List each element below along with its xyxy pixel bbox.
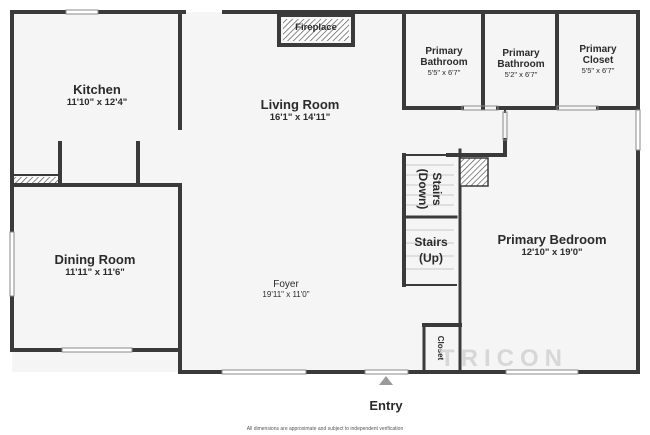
- primary-closet-label: Primary Closet 5'5" x 6'7": [562, 44, 634, 75]
- living-room-label: Living Room 16'1" x 14'11": [240, 97, 360, 123]
- stairs-down-label: Stairs (Down): [414, 160, 444, 218]
- primary-closet-name: Primary Closet: [579, 44, 617, 66]
- disclaimer: All dimensions are approximate and subje…: [246, 426, 404, 432]
- primary-bedroom-dims: 12'10" x 19'0": [521, 247, 583, 258]
- primary-bathroom-2-name: Primary Bathroom: [497, 48, 545, 70]
- dining-room-name: Dining Room: [54, 252, 136, 267]
- primary-bathroom-1-dims: 5'5" x 6'7": [427, 68, 461, 77]
- foyer-dims: 19'11" x 11'0": [262, 290, 310, 299]
- dining-room-dims: 11'11" x 11'6": [65, 267, 125, 278]
- stair-treads: [406, 164, 454, 270]
- kitchen-name: Kitchen: [73, 82, 121, 97]
- watermark: TRICON: [440, 345, 568, 372]
- primary-bathroom-2-dims: 5'2" x 6'7": [504, 70, 538, 79]
- primary-closet-dims: 5'5" x 6'7": [581, 66, 615, 75]
- floor-area: [12, 12, 638, 372]
- walls: [10, 10, 640, 374]
- stairs-up-label: Stairs (Up): [406, 234, 456, 266]
- foyer-label: Foyer 19'11" x 11'0": [246, 279, 326, 299]
- entry-arrow-icon: [379, 376, 393, 385]
- entry-label: Entry: [369, 398, 403, 413]
- primary-bedroom-label: Primary Bedroom 12'10" x 19'0": [482, 232, 622, 258]
- stairs-up-name: Stairs (Up): [414, 235, 448, 265]
- living-room-name: Living Room: [260, 97, 340, 112]
- primary-bathroom-2-label: Primary Bathroom 5'2" x 6'7": [486, 48, 556, 79]
- kitchen-label: Kitchen 11'10" x 12'4": [52, 82, 142, 108]
- primary-bathroom-1-label: Primary Bathroom 5'5" x 6'7": [408, 46, 480, 77]
- entry-door: [364, 369, 409, 385]
- foyer-name: Foyer: [273, 279, 299, 290]
- fireplace-name: Fireplace: [295, 22, 337, 33]
- primary-bedroom-name: Primary Bedroom: [497, 232, 607, 247]
- hatched-fixtures: [14, 19, 489, 187]
- windows: [9, 9, 641, 375]
- dining-room-label: Dining Room 11'11" x 11'6": [40, 252, 150, 278]
- primary-bathroom-1-name: Primary Bathroom: [420, 46, 468, 68]
- kitchen-dims: 11'10" x 12'4": [66, 97, 128, 108]
- living-room-dims: 16'1" x 14'11": [269, 112, 331, 123]
- fireplace-label: Fireplace: [283, 22, 349, 33]
- stairs-down-name: Stairs (Down): [416, 168, 444, 210]
